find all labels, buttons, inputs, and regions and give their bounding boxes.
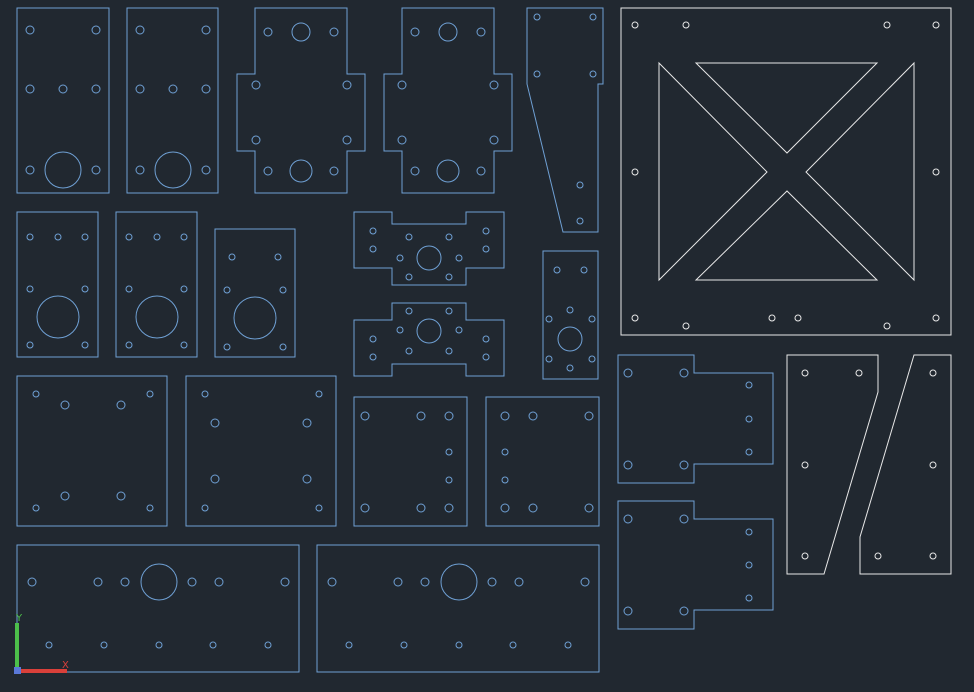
angled-bracket-top[interactable] (526, 7, 604, 233)
square-plate-1[interactable] (16, 375, 168, 527)
side-bracket-right[interactable] (859, 354, 952, 575)
stepped-plate-1[interactable] (617, 354, 774, 484)
motor-plate-1[interactable] (16, 7, 110, 194)
bearing-plate-narrow[interactable] (542, 250, 599, 380)
cross-plate-2[interactable] (383, 7, 513, 194)
cross-plate-1[interactable] (236, 7, 366, 194)
motor-mount-small-2[interactable] (115, 211, 198, 358)
hole-plate-2[interactable] (485, 396, 600, 527)
long-plate-2[interactable] (316, 544, 600, 673)
ucs-x-label: X (62, 660, 69, 671)
square-plate-2[interactable] (185, 375, 337, 527)
stepped-plate-2[interactable] (617, 500, 774, 630)
carriage-plate-lower[interactable] (353, 302, 505, 377)
motor-plate-2[interactable] (126, 7, 219, 194)
ucs-axis-icon: Y X (14, 613, 69, 674)
motor-mount-small-3[interactable] (214, 228, 296, 358)
motor-mount-small-1[interactable] (16, 211, 99, 358)
carriage-plate-upper[interactable] (353, 211, 505, 286)
side-bracket-left[interactable] (786, 354, 879, 575)
long-plate-1[interactable] (16, 544, 300, 673)
base-frame-plate[interactable] (620, 7, 952, 336)
ucs-y-label: Y (15, 613, 23, 624)
hole-plate-1[interactable] (353, 396, 468, 527)
